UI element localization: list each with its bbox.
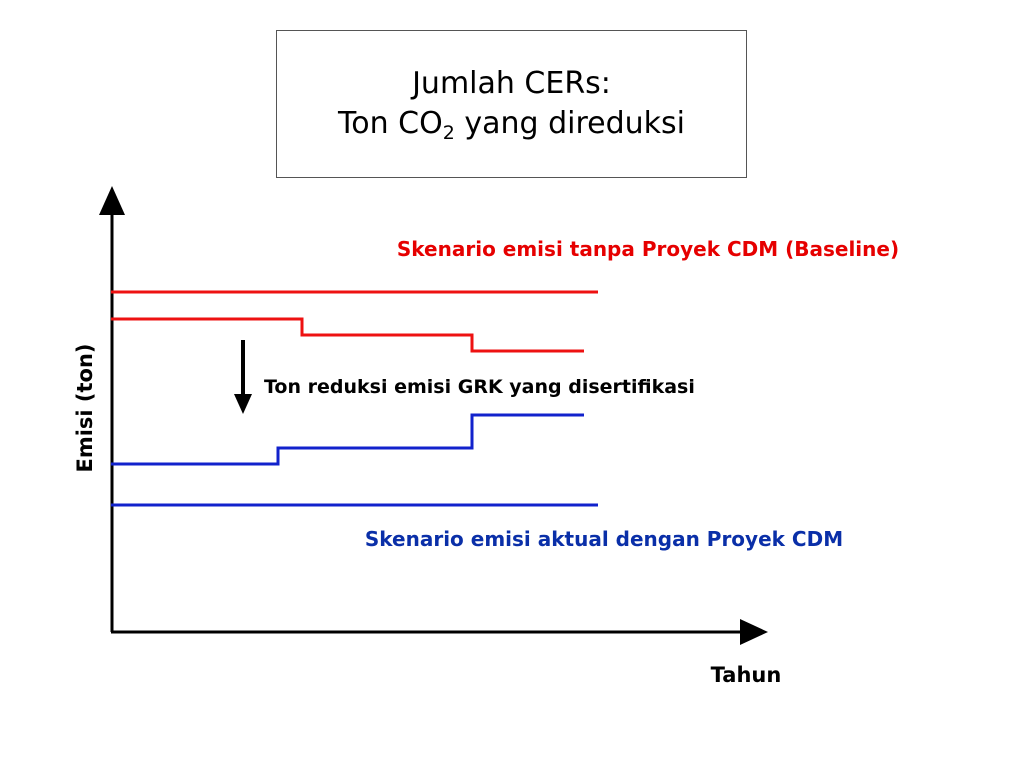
x-axis-arrowhead xyxy=(740,619,768,645)
baseline-label: Skenario emisi tanpa Proyek CDM (Baselin… xyxy=(397,237,899,261)
title-box: Jumlah CERs: Ton CO2 yang direduksi xyxy=(276,30,747,178)
title-line-2-suffix: yang direduksi xyxy=(454,106,685,141)
y-axis-label: Emisi (ton) xyxy=(73,343,97,472)
actual-label: Skenario emisi aktual dengan Proyek CDM xyxy=(365,527,843,551)
title-line-2-prefix: Ton CO xyxy=(338,106,443,141)
title-line-2: Ton CO2 yang direduksi xyxy=(338,104,685,144)
reduction-arrowhead xyxy=(234,394,252,414)
reduction-label: Ton reduksi emisi GRK yang disertifikasi xyxy=(264,376,695,398)
title-line-2-subscript: 2 xyxy=(442,122,455,144)
project-step-line-lower xyxy=(111,413,584,466)
project-step-line-upper xyxy=(111,317,584,353)
x-axis-label: Tahun xyxy=(711,663,782,687)
y-axis-arrowhead xyxy=(99,186,125,215)
title-line-1: Jumlah CERs: xyxy=(412,66,611,101)
